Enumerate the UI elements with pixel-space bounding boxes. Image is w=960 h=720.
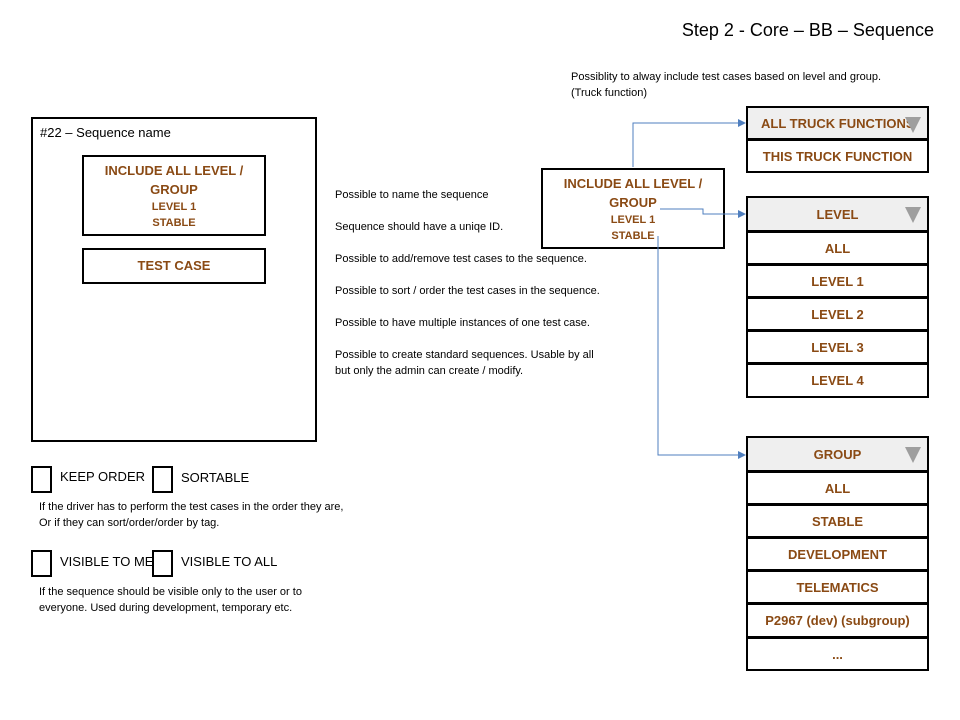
order-note: If the driver has to perform the test ca… [39,499,343,531]
level-dropdown[interactable]: LEVEL [746,196,929,232]
include-box-group: STABLE [152,217,196,229]
keep-order-label: KEEP ORDER [60,469,146,484]
include-box-line-2: GROUP [150,182,198,197]
order-note-line-2: Or if they can sort/order/order by tag. [39,517,220,529]
group-option[interactable]: P2967 (dev) (subgroup) [746,603,929,638]
note-item: Possible to sort / order the test cases … [335,285,600,297]
group-option[interactable]: ALL [746,471,929,505]
truck-function-note: Possiblity to alway include test cases b… [571,69,881,101]
connector-to-level-dropdown [660,208,746,218]
note-item: Sequence should have a uniqe ID. [335,221,504,233]
level-option[interactable]: ALL [746,231,929,265]
center-include-box-line-1: INCLUDE ALL LEVEL / [563,176,703,191]
visible-to-me-label: VISIBLE TO ME [60,554,154,569]
connector-to-group-dropdown [657,236,746,459]
truck-function-note-line-2: (Truck function) [571,87,648,99]
truck-function-note-line-1: Possiblity to alway include test cases b… [571,71,882,83]
include-level-group-box[interactable]: INCLUDE ALL LEVEL / GROUP LEVEL 1 STABLE [82,155,266,236]
truck-function-dropdown[interactable]: ALL TRUCK FUNCTIONS [746,106,929,140]
page-title: Step 2 - Core – BB – Sequence [681,20,934,40]
truck-function-dropdown-value: ALL TRUCK FUNCTIONS [761,115,915,131]
level-option[interactable]: LEVEL 3 [746,330,929,364]
level-option[interactable]: LEVEL 2 [746,297,929,331]
level-option[interactable]: LEVEL 4 [746,363,929,398]
triangle-down-icon[interactable] [905,447,921,463]
visibility-note: If the sequence should be visible only t… [39,584,302,616]
center-include-box-group: STABLE [611,230,655,242]
test-case-box[interactable]: TEST CASE [82,248,266,284]
visible-to-me-checkbox[interactable] [31,550,52,577]
visibility-note-line-2: everyone. Used during development, tempo… [39,602,293,614]
note-item: but only the admin can create / modify. [335,365,524,377]
sequence-name[interactable]: #22 – Sequence name [40,125,171,140]
keep-order-checkbox[interactable] [31,466,52,493]
note-item: Possible to create standard sequences. U… [335,349,594,361]
note-item: Possible to have multiple instances of o… [335,317,590,329]
visible-to-all-checkbox[interactable] [152,550,173,577]
level-dropdown-value: LEVEL [816,206,859,222]
triangle-down-icon[interactable] [905,117,921,133]
sortable-checkbox[interactable] [152,466,173,493]
visibility-note-line-1: If the sequence should be visible only t… [39,586,302,598]
sortable-label: SORTABLE [181,470,250,485]
note-item: Possible to name the sequence [335,189,489,201]
center-include-box-line-2: GROUP [609,195,657,210]
group-option[interactable]: STABLE [746,504,929,538]
group-option[interactable]: DEVELOPMENT [746,537,929,571]
include-box-line-1: INCLUDE ALL LEVEL / [104,163,244,178]
group-option[interactable]: ... [746,637,929,671]
level-option[interactable]: LEVEL 1 [746,264,929,298]
visible-to-all-label: VISIBLE TO ALL [181,554,278,569]
connector-to-truck-dropdown [632,119,746,167]
triangle-down-icon[interactable] [905,207,921,223]
group-dropdown-value: GROUP [813,446,862,462]
center-include-box-level: LEVEL 1 [610,214,656,226]
note-item: Possible to add/remove test cases to the… [335,253,587,265]
truck-function-option[interactable]: THIS TRUCK FUNCTION [746,139,929,173]
include-box-level: LEVEL 1 [151,201,197,213]
group-option[interactable]: TELEMATICS [746,570,929,604]
order-note-line-1: If the driver has to perform the test ca… [39,501,344,513]
group-dropdown[interactable]: GROUP [746,436,929,472]
